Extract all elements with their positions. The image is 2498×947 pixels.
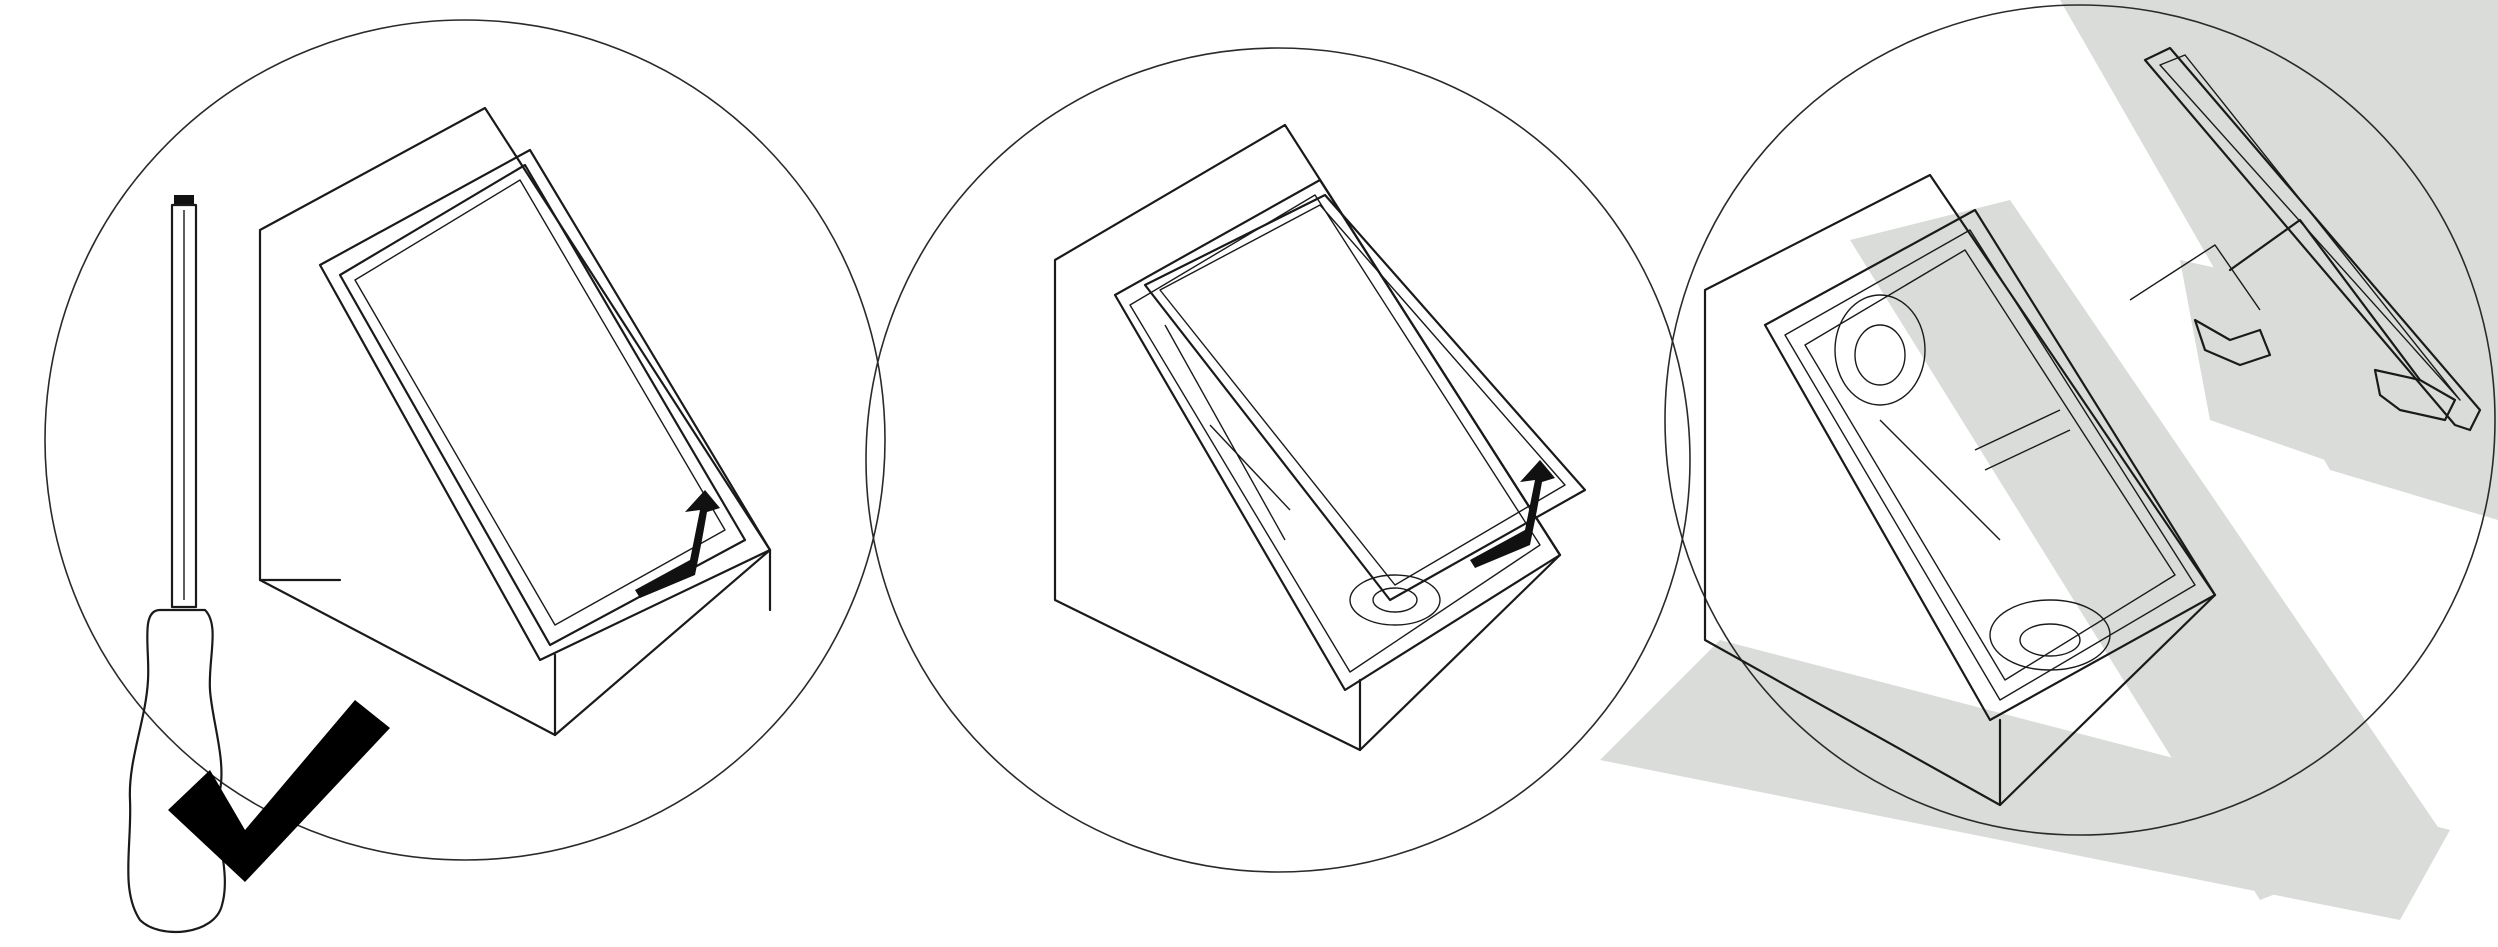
step-2-panel bbox=[866, 48, 1690, 872]
step-1-lift-arrow-icon bbox=[635, 490, 720, 598]
step-2-frame-circle bbox=[866, 48, 1690, 872]
checkmark-icon bbox=[168, 700, 390, 882]
background-stripe-watermark bbox=[1600, 0, 2498, 920]
step-1-enclosure bbox=[260, 108, 770, 735]
step-2-enclosure bbox=[1055, 125, 1585, 750]
